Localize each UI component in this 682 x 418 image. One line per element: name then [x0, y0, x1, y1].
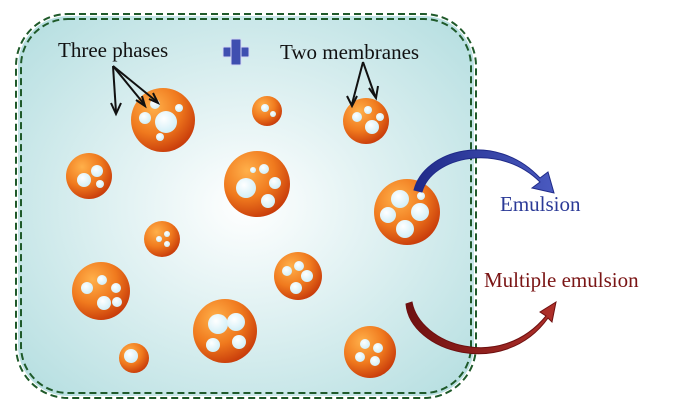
droplet: [274, 252, 322, 300]
droplet: [144, 221, 180, 257]
droplet: [66, 153, 112, 199]
two-membranes-label: Two membranes: [280, 40, 420, 64]
droplet: [343, 98, 389, 144]
three-phases-pointers: [110, 65, 161, 117]
droplet: [131, 88, 195, 152]
container-border-outer: [15, 13, 477, 399]
droplet: [344, 326, 396, 378]
droplet: [252, 96, 282, 126]
curved-arrow-icon: [413, 149, 555, 194]
plus-icon: [222, 38, 250, 66]
droplet: [119, 343, 149, 373]
three-phases-label: Three phases: [58, 38, 169, 62]
droplet-group: [66, 88, 440, 378]
droplet: [224, 151, 290, 217]
droplet: [193, 299, 257, 363]
droplet: [374, 179, 440, 245]
multiple-emulsion-label: Multiple emulsion: [484, 268, 639, 292]
curved-arrow-icon: [405, 300, 557, 355]
emulsion-label: Emulsion: [500, 192, 581, 216]
container-border-inner: [20, 18, 472, 394]
droplet: [72, 262, 130, 320]
two-membranes-pointers: [346, 61, 379, 109]
